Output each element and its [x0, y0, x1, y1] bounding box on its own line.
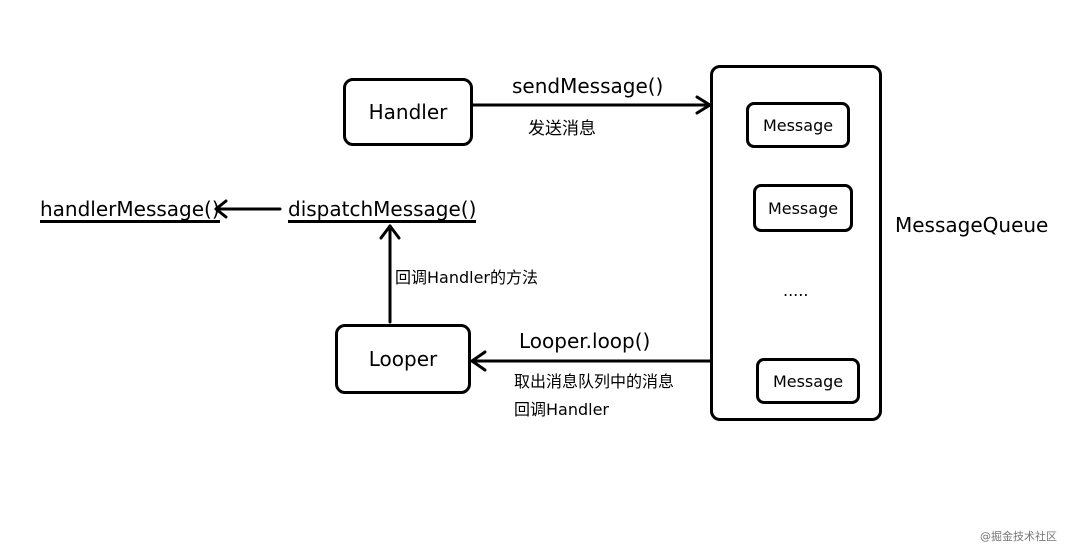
dispatch-message-desc: 回调Handler的方法	[395, 268, 539, 287]
looper-label: Looper	[368, 347, 438, 371]
looper-loop-desc-line1: 取出消息队列中的消息	[514, 372, 675, 391]
dispatch-message-method: dispatchMessage()	[288, 197, 477, 223]
message-queue-label: MessageQueue	[895, 213, 1049, 237]
watermark: @掘金技术社区	[980, 530, 1057, 543]
message-label: Message	[762, 115, 834, 135]
handler-label: Handler	[368, 100, 448, 124]
looper-box: Looper	[335, 324, 471, 394]
handler-message-method: handlerMessage()	[40, 197, 220, 223]
message-box: Message	[746, 102, 850, 148]
message-box: Message	[756, 358, 860, 404]
message-label: Message	[772, 371, 844, 391]
message-label: Message	[767, 198, 839, 218]
looper-loop-desc-line2: 回调Handler	[514, 400, 610, 419]
send-message-desc: 发送消息	[528, 119, 596, 139]
message-box: Message	[753, 184, 853, 232]
queue-ellipsis: .....	[783, 281, 809, 300]
handler-box: Handler	[343, 78, 473, 146]
looper-loop-method: Looper.loop()	[519, 329, 651, 353]
send-message-method: sendMessage()	[512, 74, 664, 98]
